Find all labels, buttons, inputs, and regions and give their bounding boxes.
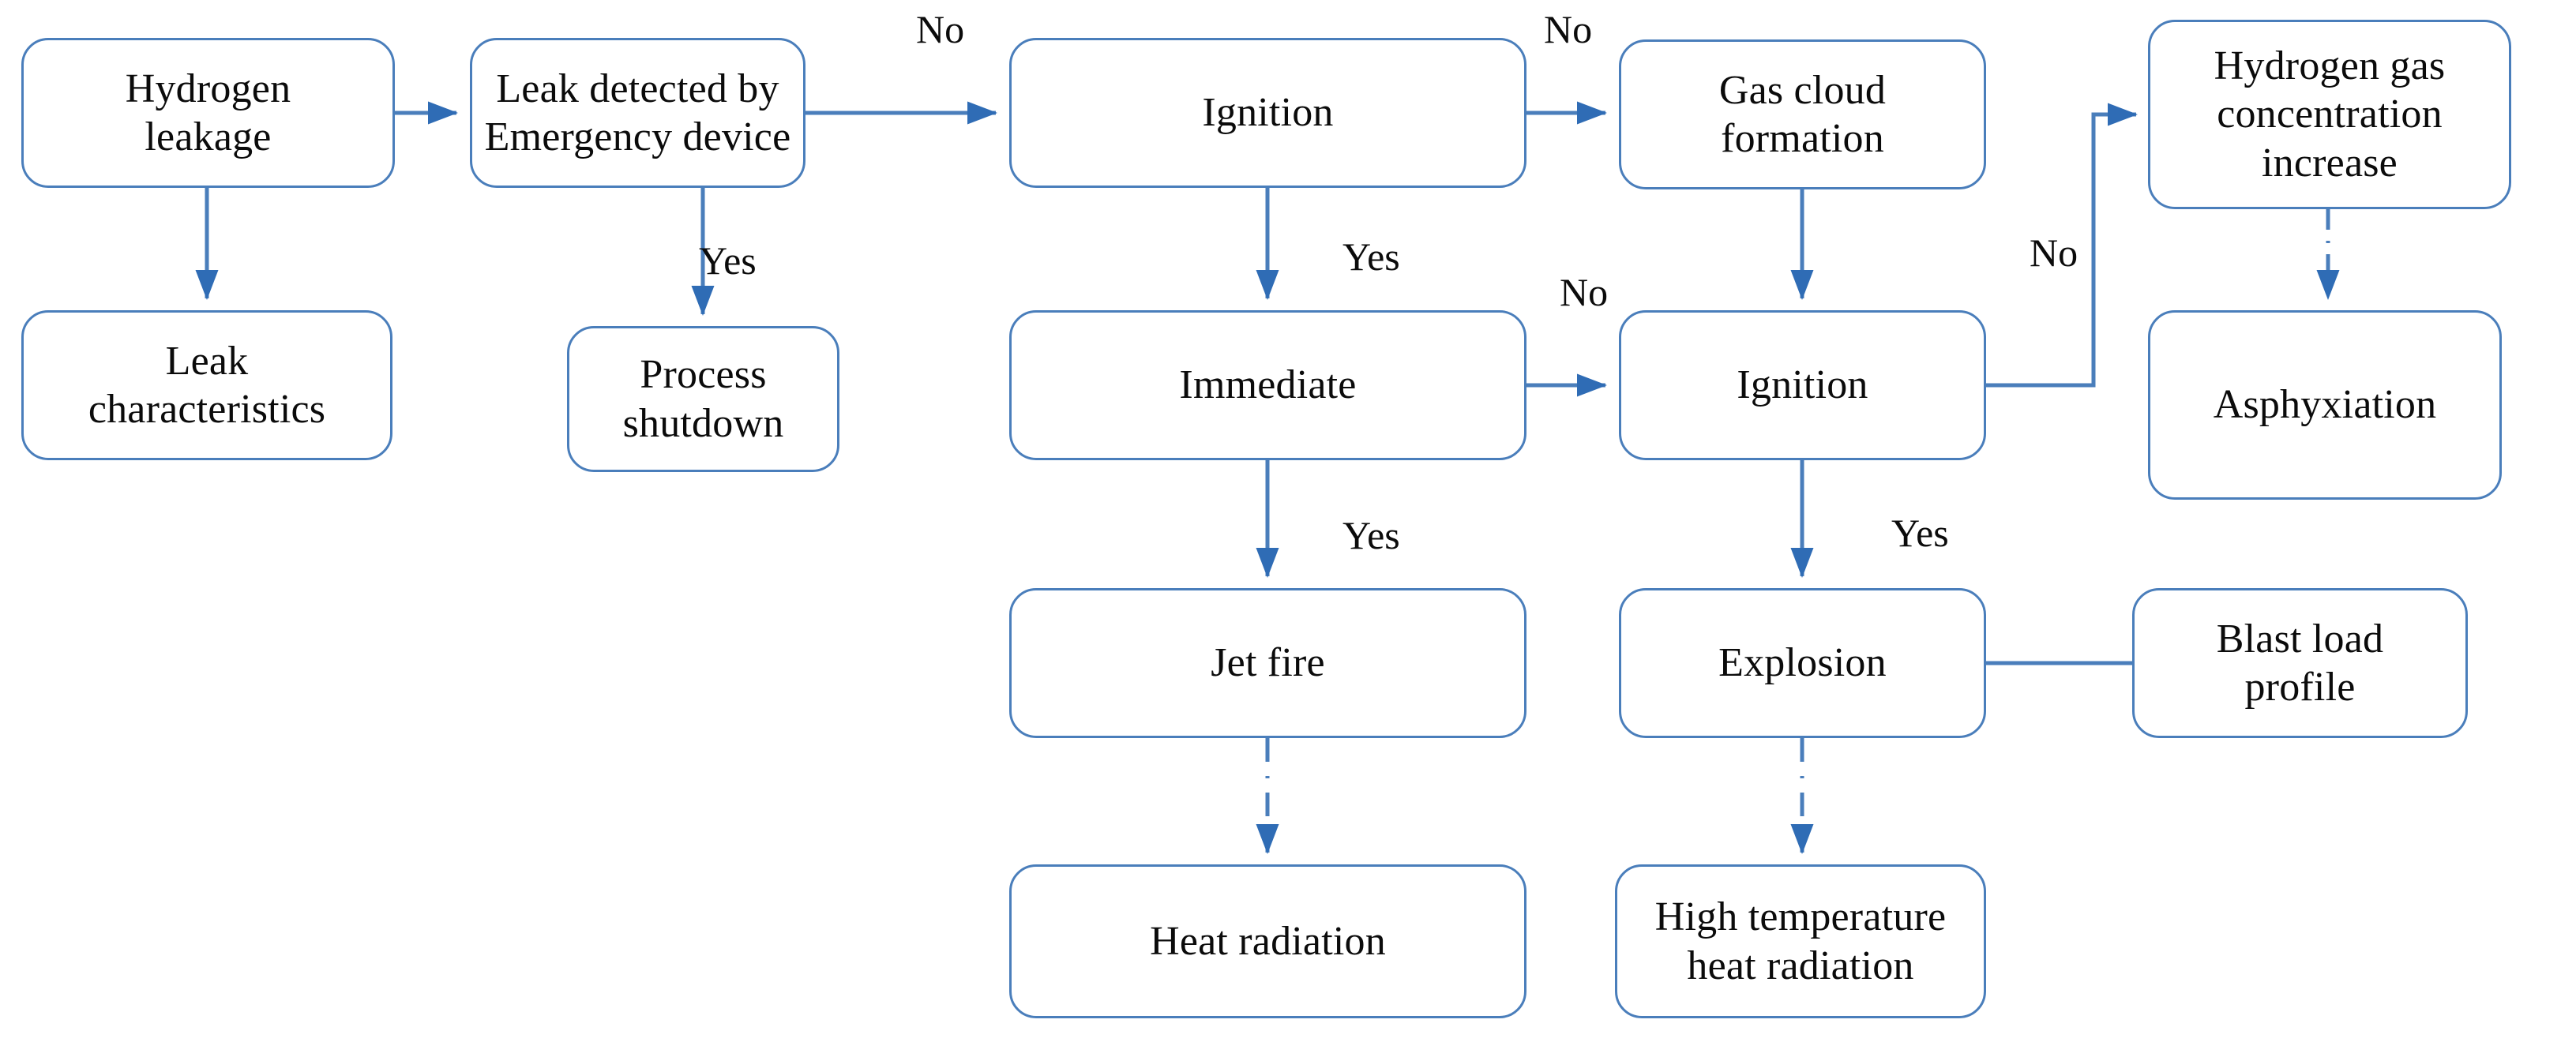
node-immediate[interactable]: Immediate bbox=[1009, 310, 1526, 460]
node-gas-cloud-formation[interactable]: Gas cloud formation bbox=[1619, 39, 1986, 189]
node-asphyxiation[interactable]: Asphyxiation bbox=[2148, 310, 2502, 500]
node-hydrogen-gas-concentration-increase[interactable]: Hydrogen gas concentration increase bbox=[2148, 20, 2511, 209]
node-explosion[interactable]: Explosion bbox=[1619, 588, 1986, 738]
edge-label-no-immediate: No bbox=[1560, 270, 1609, 314]
edge-label-yes-immediate: Yes bbox=[1342, 513, 1400, 557]
edge-label-yes-leak-detected: Yes bbox=[699, 238, 757, 283]
node-jet-fire[interactable]: Jet fire bbox=[1009, 588, 1526, 738]
node-heat-radiation[interactable]: Heat radiation bbox=[1009, 864, 1526, 1018]
node-leak-detected-by-emergency-device[interactable]: Leak detected by Emergency device bbox=[470, 38, 805, 188]
node-blast-load-profile[interactable]: Blast load profile bbox=[2132, 588, 2468, 738]
edge-label-no-ignition-second: No bbox=[2030, 231, 2078, 275]
node-ignition-first[interactable]: Ignition bbox=[1009, 38, 1526, 188]
node-hydrogen-leakage[interactable]: Hydrogen leakage bbox=[21, 38, 395, 188]
edge-label-no-leak-detected: No bbox=[916, 7, 965, 51]
node-high-temperature-heat-radiation[interactable]: High temperature heat radiation bbox=[1615, 864, 1986, 1018]
node-ignition-second[interactable]: Ignition bbox=[1619, 310, 1986, 460]
edge-label-yes-ignition-second: Yes bbox=[1891, 511, 1949, 555]
edge-label-yes-ignition-first: Yes bbox=[1342, 234, 1400, 279]
node-leak-characteristics[interactable]: Leak characteristics bbox=[21, 310, 392, 460]
node-process-shutdown[interactable]: Process shutdown bbox=[567, 326, 839, 472]
edge-label-no-ignition-first: No bbox=[1544, 7, 1593, 51]
